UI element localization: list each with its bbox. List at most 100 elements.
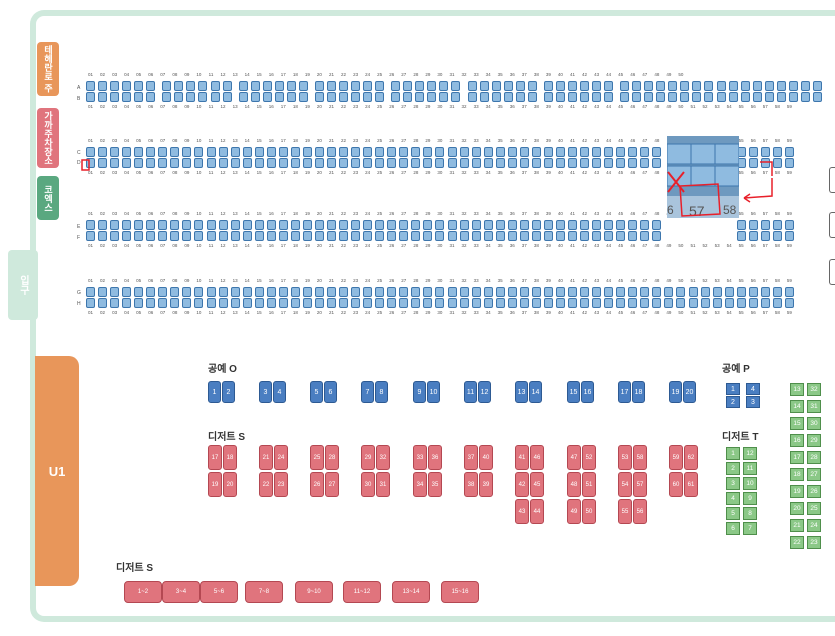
seat[interactable] xyxy=(186,92,196,102)
seat[interactable] xyxy=(628,231,638,241)
seat[interactable] xyxy=(411,147,421,157)
dessert-t-booth[interactable]: 27 xyxy=(807,468,821,481)
seat[interactable] xyxy=(543,147,553,157)
seat[interactable] xyxy=(555,158,565,168)
seat[interactable] xyxy=(812,81,822,91)
seat[interactable] xyxy=(724,298,734,308)
seat[interactable] xyxy=(483,231,493,241)
seat[interactable] xyxy=(415,81,425,91)
dessert-t-booth[interactable]: 1 xyxy=(726,447,740,460)
dessert-t-booth[interactable]: 21 xyxy=(790,519,804,532)
seat[interactable] xyxy=(122,298,132,308)
seat[interactable] xyxy=(555,81,565,91)
seat[interactable] xyxy=(399,147,409,157)
seat[interactable] xyxy=(604,298,614,308)
seat[interactable] xyxy=(580,287,590,297)
seat[interactable] xyxy=(230,287,240,297)
seat[interactable] xyxy=(375,81,385,91)
seat[interactable] xyxy=(784,147,794,157)
seat[interactable] xyxy=(327,298,336,308)
seat[interactable] xyxy=(86,220,95,230)
seat[interactable] xyxy=(86,92,95,102)
seat[interactable] xyxy=(254,298,264,308)
seat[interactable] xyxy=(170,298,180,308)
seat[interactable] xyxy=(620,81,630,91)
seat[interactable] xyxy=(760,298,770,308)
seat[interactable] xyxy=(98,81,108,91)
dessert-s-booth[interactable]: 28 xyxy=(325,445,339,470)
dessert-s-booth[interactable]: 20 xyxy=(223,472,237,497)
seat[interactable] xyxy=(776,81,786,91)
seat[interactable] xyxy=(363,298,373,308)
seat[interactable] xyxy=(238,81,248,91)
seat[interactable] xyxy=(158,298,168,308)
gongye-p-1[interactable]: 1 xyxy=(726,383,740,395)
seat[interactable] xyxy=(182,220,192,230)
seat[interactable] xyxy=(555,287,565,297)
seat[interactable] xyxy=(351,92,361,102)
dessert-s-bottom-booth[interactable]: 7~8 xyxy=(245,581,283,603)
seat[interactable] xyxy=(411,220,421,230)
dessert-s-bottom-booth[interactable]: 5~6 xyxy=(200,581,238,603)
seat[interactable] xyxy=(568,287,577,297)
seat[interactable] xyxy=(222,81,232,91)
seat[interactable] xyxy=(250,81,260,91)
seat[interactable] xyxy=(483,220,493,230)
seat[interactable] xyxy=(427,92,437,102)
seat[interactable] xyxy=(736,220,746,230)
seat[interactable] xyxy=(736,298,746,308)
seat[interactable] xyxy=(86,298,95,308)
seat[interactable] xyxy=(326,92,336,102)
seat[interactable] xyxy=(363,147,373,157)
seat[interactable] xyxy=(110,287,120,297)
seat[interactable] xyxy=(592,231,602,241)
seat[interactable] xyxy=(278,298,288,308)
seat[interactable] xyxy=(439,92,449,102)
seat[interactable] xyxy=(134,298,144,308)
dessert-s-booth[interactable]: 51 xyxy=(582,472,596,497)
dessert-s-booth[interactable]: 32 xyxy=(376,445,390,470)
seat[interactable] xyxy=(134,231,144,241)
seat[interactable] xyxy=(262,81,272,91)
seat[interactable] xyxy=(527,81,537,91)
dessert-t-booth[interactable]: 30 xyxy=(807,417,821,430)
seat[interactable] xyxy=(146,220,156,230)
seat[interactable] xyxy=(399,220,409,230)
dessert-t-booth[interactable]: 31 xyxy=(807,400,821,413)
seat[interactable] xyxy=(351,287,361,297)
seat[interactable] xyxy=(314,92,324,102)
seat[interactable] xyxy=(447,298,457,308)
seat[interactable] xyxy=(760,231,770,241)
dessert-t-booth[interactable]: 18 xyxy=(790,468,804,481)
seat[interactable] xyxy=(351,298,361,308)
seat[interactable] xyxy=(519,220,529,230)
seat[interactable] xyxy=(471,298,481,308)
seat[interactable] xyxy=(266,231,276,241)
dessert-s-booth[interactable]: 44 xyxy=(530,499,544,524)
seat[interactable] xyxy=(206,220,216,230)
seat[interactable] xyxy=(242,220,252,230)
seat[interactable] xyxy=(483,287,493,297)
seat[interactable] xyxy=(519,287,529,297)
seat[interactable] xyxy=(218,158,228,168)
seat[interactable] xyxy=(339,81,348,91)
dessert-s-booth[interactable]: 59 xyxy=(669,445,683,470)
seat[interactable] xyxy=(242,231,252,241)
seat[interactable] xyxy=(254,158,264,168)
seat[interactable] xyxy=(286,92,296,102)
seat[interactable] xyxy=(620,92,630,102)
dessert-s-booth[interactable]: 56 xyxy=(633,499,647,524)
dessert-t-booth[interactable]: 13 xyxy=(790,383,804,396)
seat[interactable] xyxy=(483,158,493,168)
seat[interactable] xyxy=(86,81,95,91)
seat[interactable] xyxy=(194,298,204,308)
seat[interactable] xyxy=(531,158,541,168)
seat[interactable] xyxy=(146,92,156,102)
seat[interactable] xyxy=(616,147,626,157)
seat[interactable] xyxy=(760,287,770,297)
seat[interactable] xyxy=(158,231,168,241)
seat[interactable] xyxy=(784,158,794,168)
seat[interactable] xyxy=(427,81,437,91)
seat[interactable] xyxy=(218,298,228,308)
